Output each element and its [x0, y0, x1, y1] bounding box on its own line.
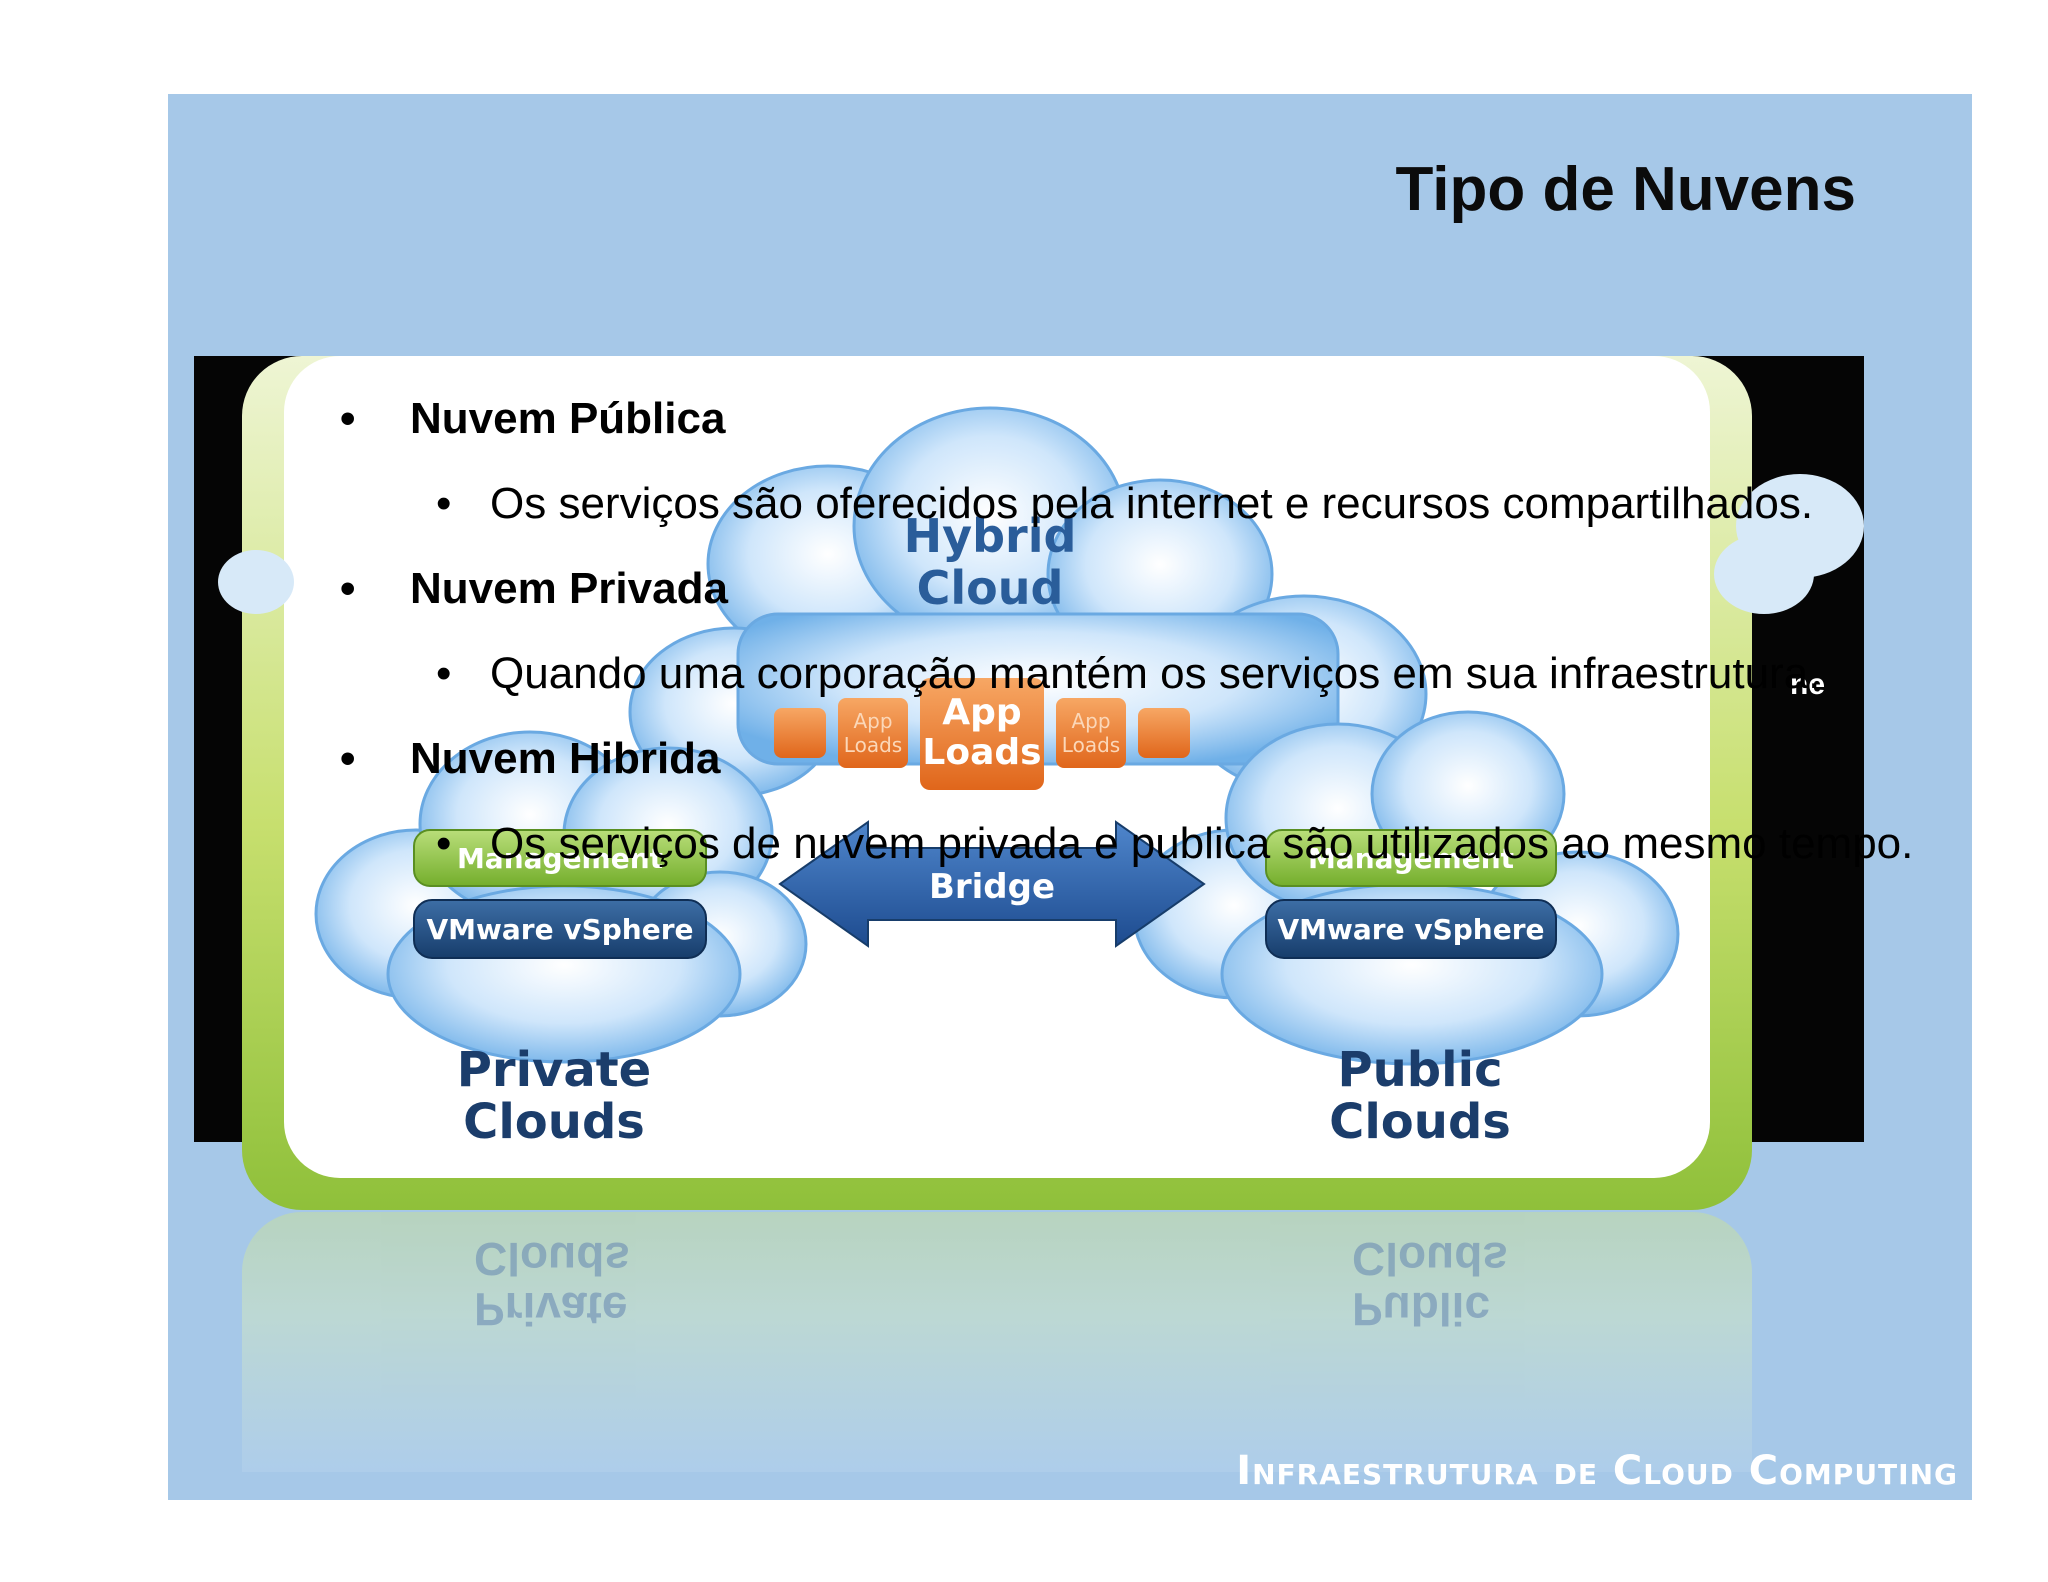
public-vsphere-bar	[1265, 899, 1557, 959]
bridge-arrow	[778, 820, 1206, 948]
app-load-main-line2: Loads	[922, 732, 1041, 773]
app-load-small-right-line1: App	[1071, 709, 1110, 733]
private-clouds-label-line2: Clouds	[463, 1094, 645, 1150]
sub-bullet-text: Quando uma corporação mantém os serviços…	[490, 649, 1821, 698]
bullet-heading: Nuvem Hibrida	[410, 734, 721, 783]
bullet-dot: •	[340, 564, 356, 613]
private-management-bar	[413, 829, 707, 887]
bullet-nuvem-privada: • Nuvem Privada	[254, 546, 1972, 632]
edge-cloud-right	[1714, 474, 1864, 614]
diagram-reflection: Clouds Private Clouds Public	[242, 1212, 1752, 1472]
bullet-nuvem-hibrida: • Nuvem Hibrida	[254, 716, 1972, 802]
private-management-label: Management	[457, 842, 663, 875]
slide-title: Tipo de Nuvens	[1395, 155, 1857, 224]
bullet-dot: •	[340, 394, 356, 443]
sub-bullet-text: Os serviços de nuvem privada e publica s…	[490, 819, 1914, 868]
edge-cloud-left	[218, 550, 294, 614]
app-load-small-right-line2: Loads	[1062, 733, 1120, 757]
hybrid-cloud-diagram: ne Hybrid Cloud App Loads App Loads App …	[218, 406, 1864, 1150]
sub-bullet-dot: •	[436, 479, 452, 528]
hybrid-label-line2: Cloud	[917, 561, 1064, 615]
public-clouds-label-line1: Public	[1337, 1042, 1502, 1098]
bullet-dot: •	[340, 734, 356, 783]
footer-course-title: Infraestrutura de Cloud Computing	[1236, 1448, 1958, 1494]
app-load-block-far-right	[1138, 708, 1190, 758]
public-vsphere-label: VMware vSphere	[1277, 913, 1544, 946]
app-load-main-box	[920, 678, 1044, 790]
public-management-label: Management	[1308, 842, 1514, 875]
app-load-block-far-left	[774, 708, 826, 758]
slide: Tipo de Nuvens Clouds Private Clouds Pub…	[168, 94, 1972, 1500]
app-load-small-right	[1056, 698, 1126, 768]
edge-fragment-label: ne	[1790, 668, 1825, 701]
app-load-small-left-line1: App	[853, 709, 892, 733]
app-load-small-left	[838, 698, 908, 768]
sub-bullet-dot: •	[436, 819, 452, 868]
bullet-list: • Nuvem Pública • Os serviços são oferec…	[254, 376, 1972, 886]
sub-bullet-nuvem-privada: • Quando uma corporação mantém os serviç…	[254, 632, 1972, 716]
app-load-main-line1: App	[942, 692, 1021, 733]
public-clouds-label-line2: Clouds	[1329, 1094, 1511, 1150]
private-clouds-label-line1: Private	[457, 1042, 651, 1098]
sub-bullet-text: Os serviços são oferecidos pela internet…	[490, 479, 1814, 528]
bullet-nuvem-publica: • Nuvem Pública	[254, 376, 1972, 462]
sub-bullet-nuvem-hibrida: • Os serviços de nuvem privada e publica…	[254, 802, 1972, 886]
sub-bullet-dot: •	[436, 649, 452, 698]
hybrid-label-line1: Hybrid	[904, 509, 1077, 563]
public-management-bar	[1265, 829, 1557, 887]
sub-bullet-nuvem-publica: • Os serviços são oferecidos pela intern…	[254, 462, 1972, 546]
bridge-label: Bridge	[929, 867, 1055, 907]
bullet-heading: Nuvem Privada	[410, 564, 728, 613]
bullet-heading: Nuvem Pública	[410, 394, 726, 443]
private-vsphere-bar	[413, 899, 707, 959]
app-load-small-left-line2: Loads	[844, 733, 902, 757]
private-vsphere-label: VMware vSphere	[426, 913, 693, 946]
